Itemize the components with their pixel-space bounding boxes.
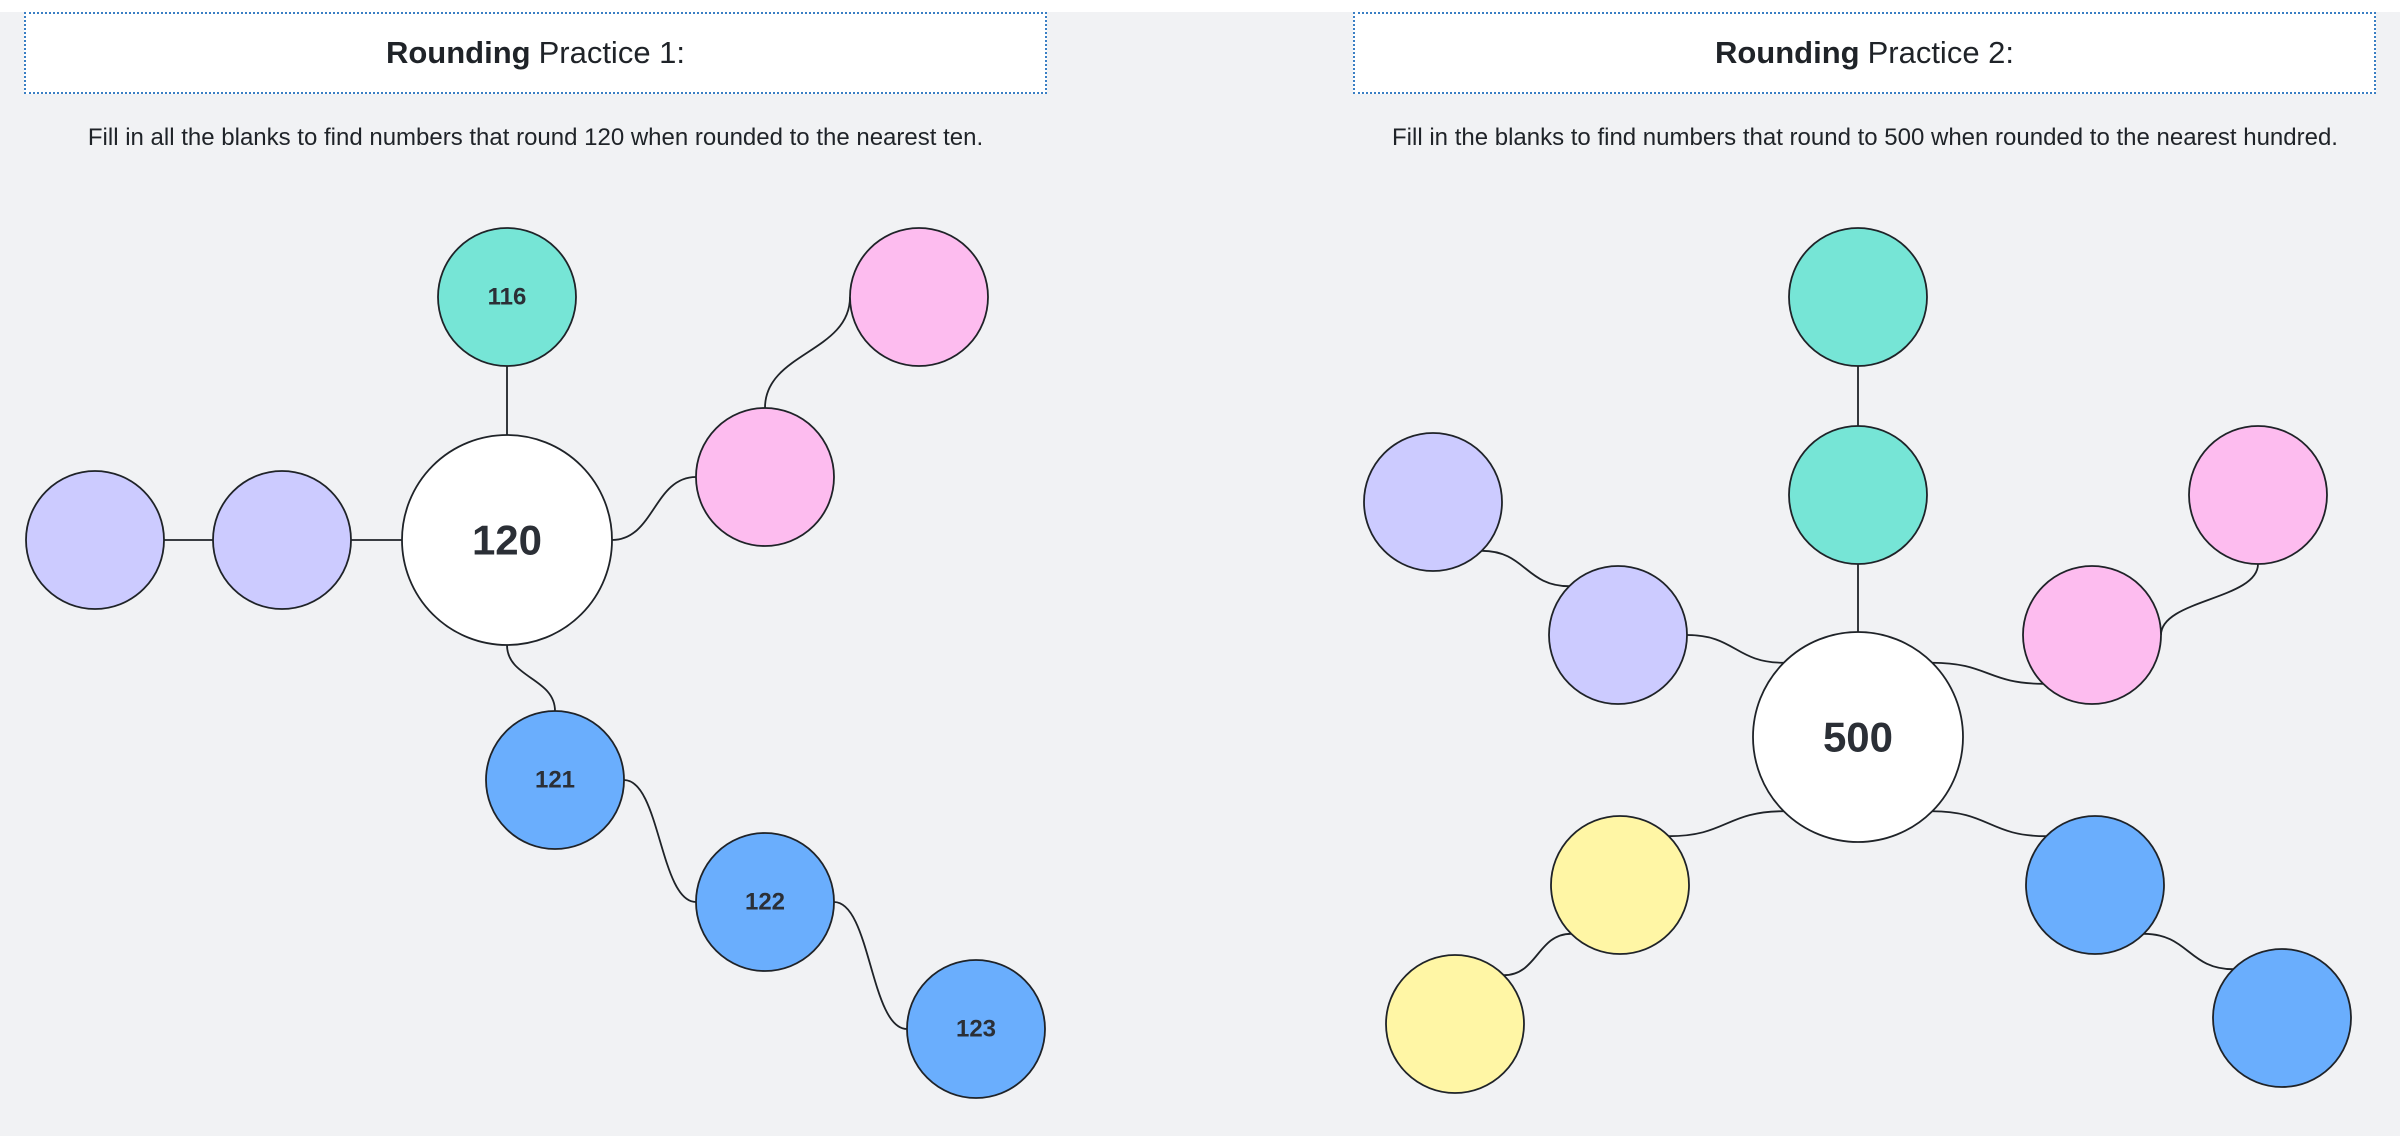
center-node-circle[interactable] — [1752, 631, 1964, 843]
branch-node[interactable] — [2022, 565, 2162, 705]
branch-node-circle[interactable] — [2212, 948, 2352, 1088]
branch-node[interactable]: 123 — [906, 959, 1046, 1099]
branch-node-circle[interactable] — [1548, 565, 1688, 705]
connector-line[interactable] — [2143, 932, 2234, 971]
practice-1-title-rest: Practice 1: — [538, 35, 686, 70]
center-node-label: 500 — [1823, 714, 1893, 761]
branch-node-circle[interactable] — [695, 832, 835, 972]
branch-node-circle[interactable] — [25, 470, 165, 610]
practice-2-title[interactable]: Rounding Practice 2: — [1353, 12, 2376, 94]
practice-1-title-bold: Rounding — [385, 35, 531, 70]
branch-node-circle[interactable] — [485, 710, 625, 850]
branch-node[interactable] — [1550, 815, 1690, 955]
branch-node[interactable]: 116 — [437, 227, 577, 367]
branch-node[interactable] — [25, 470, 165, 610]
practice-2-title-rest: Practice 2: — [1867, 35, 2015, 70]
connector-line[interactable] — [506, 644, 556, 712]
branch-node[interactable] — [1788, 227, 1928, 367]
connector-line[interactable] — [623, 779, 697, 903]
connector-line[interactable] — [1668, 810, 1784, 838]
branch-node-label: 116 — [488, 284, 527, 311]
center-node-label: 120 — [472, 517, 542, 564]
connector-line[interactable] — [1503, 932, 1572, 977]
branch-node-circle[interactable] — [906, 959, 1046, 1099]
branch-node-circle[interactable] — [2022, 565, 2162, 705]
branch-node-circle[interactable] — [212, 470, 352, 610]
connector-line[interactable] — [764, 296, 851, 409]
branch-node[interactable] — [1788, 425, 1928, 565]
center-node-circle[interactable] — [401, 434, 613, 646]
branch-node[interactable] — [695, 407, 835, 547]
branch-node[interactable] — [1548, 565, 1688, 705]
center-node[interactable]: 120 — [401, 434, 613, 646]
center-node[interactable]: 500 — [1752, 631, 1964, 843]
branch-node[interactable] — [212, 470, 352, 610]
branch-node-circle[interactable] — [437, 227, 577, 367]
branch-node[interactable] — [2025, 815, 2165, 955]
branch-node-circle[interactable] — [2188, 425, 2328, 565]
branch-node[interactable] — [1385, 954, 1525, 1094]
branch-node[interactable] — [849, 227, 989, 367]
branch-node-circle[interactable] — [1788, 425, 1928, 565]
branch-node-circle[interactable] — [1788, 227, 1928, 367]
branch-node-label: 121 — [535, 767, 575, 794]
branch-node[interactable]: 121 — [485, 710, 625, 850]
branch-node[interactable]: 122 — [695, 832, 835, 972]
branch-node[interactable] — [2212, 948, 2352, 1088]
branch-node-circle[interactable] — [2025, 815, 2165, 955]
practice-2-instruction: Fill in the blanks to find numbers that … — [1392, 124, 2338, 151]
branch-node[interactable] — [1363, 432, 1503, 572]
practice-1-instruction: Fill in all the blanks to find numbers t… — [87, 124, 984, 151]
connector-line[interactable] — [1932, 810, 2047, 838]
branch-node-circle[interactable] — [1550, 815, 1690, 955]
whiteboard-canvas — [0, 12, 2400, 1136]
connector-line[interactable] — [1932, 661, 2044, 685]
branch-node-circle[interactable] — [695, 407, 835, 547]
branch-node-circle[interactable] — [1385, 954, 1525, 1094]
connector-line[interactable] — [833, 901, 908, 1030]
branch-node-label: 123 — [956, 1016, 996, 1043]
connector-line[interactable] — [611, 476, 697, 541]
branch-node-circle[interactable] — [1363, 432, 1503, 572]
branch-node-circle[interactable] — [849, 227, 989, 367]
connector-line[interactable] — [1686, 634, 1784, 664]
connector-line[interactable] — [2160, 563, 2259, 636]
connector-line[interactable] — [1481, 549, 1570, 588]
branch-node[interactable] — [2188, 425, 2328, 565]
branch-node-label: 122 — [745, 889, 785, 916]
practice-2-title-bold: Rounding — [1714, 35, 1860, 70]
practice-1-title[interactable]: Rounding Practice 1: — [24, 12, 1047, 94]
